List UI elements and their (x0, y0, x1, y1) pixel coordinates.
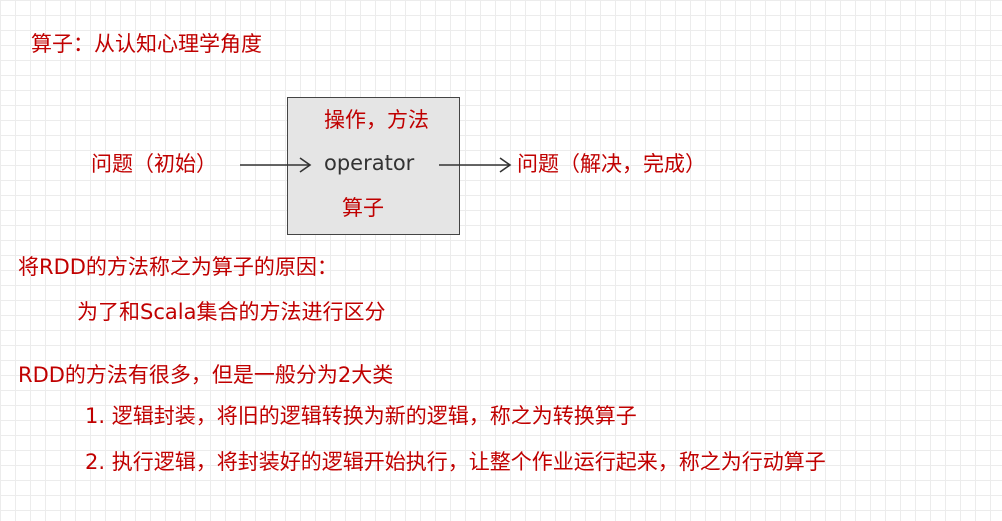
list-item-action: 2. 执行逻辑，将封装好的逻辑开始执行，让整个作业运行起来，称之为行动算子 (85, 450, 826, 474)
operator-box-bottom-label: 算子 (342, 196, 384, 220)
input-problem-label: 问题（初始） (91, 152, 217, 176)
operator-box-top-label: 操作，方法 (324, 108, 429, 132)
categories-heading: RDD的方法有很多，但是一般分为2大类 (18, 363, 394, 387)
operator-box-middle-label: operator (324, 151, 415, 175)
operator-box (287, 97, 460, 235)
output-problem-label: 问题（解决，完成） (517, 152, 706, 176)
list-item-transformation: 1. 逻辑封装，将旧的逻辑转换为新的逻辑，称之为转换算子 (85, 404, 637, 428)
reason-text: 为了和Scala集合的方法进行区分 (77, 300, 386, 324)
diagram-title: 算子：从认知心理学角度 (31, 32, 262, 56)
reason-heading: 将RDD的方法称之为算子的原因： (18, 255, 338, 279)
